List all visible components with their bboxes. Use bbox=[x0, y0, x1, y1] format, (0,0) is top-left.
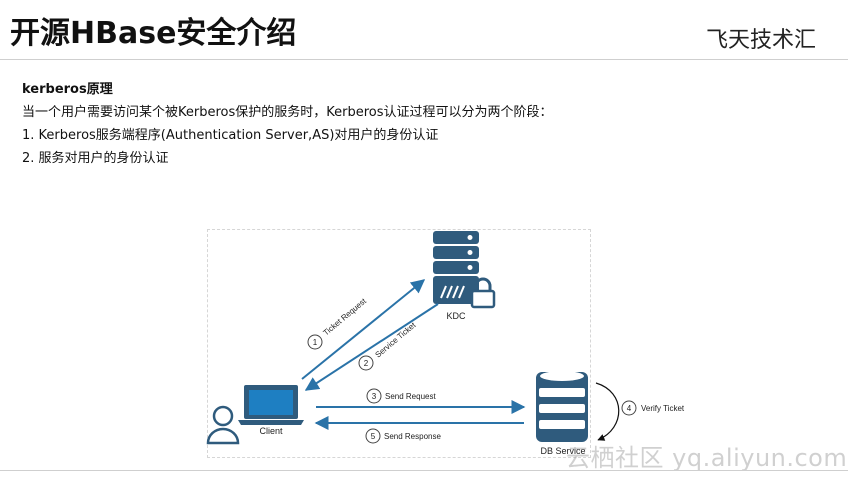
laptop-icon bbox=[238, 385, 304, 425]
step-item-1: 1. Kerberos服务端程序(Authentication Server,A… bbox=[22, 128, 439, 143]
footer-divider bbox=[0, 470, 848, 471]
verify-ticket-arrow bbox=[595, 382, 620, 441]
user-icon bbox=[206, 405, 240, 445]
step-badge-5: 5 bbox=[365, 428, 381, 444]
section-heading: kerberos原理 bbox=[22, 82, 113, 97]
svg-text:4: 4 bbox=[627, 404, 632, 413]
database-icon bbox=[536, 371, 588, 442]
intro-text: 当一个用户需要访问某个被Kerberos保护的服务时，Kerberos认证过程可… bbox=[22, 105, 553, 120]
kdc-server-icon bbox=[433, 231, 479, 304]
lock-icon bbox=[470, 277, 496, 309]
svg-text:1: 1 bbox=[313, 338, 318, 347]
step-badge-1: 1 bbox=[307, 334, 323, 350]
svg-text:3: 3 bbox=[372, 392, 377, 401]
step-badge-2: 2 bbox=[358, 355, 374, 371]
verify-ticket-label: Verify Ticket bbox=[641, 404, 685, 413]
db-service-label: DB Service bbox=[540, 446, 585, 456]
brand-label: 飞天技术汇 bbox=[705, 28, 816, 53]
client-label: Client bbox=[259, 426, 283, 436]
page-title: 开源HBase安全介绍 bbox=[10, 16, 297, 51]
ticket-request-arrow bbox=[301, 279, 426, 380]
svg-text:2: 2 bbox=[364, 359, 369, 368]
kdc-label: KDC bbox=[446, 311, 466, 321]
step-badge-4: 4 bbox=[621, 400, 637, 416]
step-item-2: 2. 服务对用户的身份认证 bbox=[22, 151, 169, 166]
send-request-label: Send Request bbox=[385, 392, 436, 401]
svg-text:5: 5 bbox=[371, 432, 376, 441]
diagram-frame bbox=[207, 229, 591, 458]
content-section: kerberos原理 当一个用户需要访问某个被Kerberos保护的服务时，Ke… bbox=[22, 78, 553, 170]
service-ticket-label: Service Ticket bbox=[374, 320, 419, 359]
service-ticket-arrow bbox=[304, 303, 439, 391]
watermark-text: 云栖社区 yq.aliyun.com bbox=[566, 444, 848, 472]
send-response-label: Send Response bbox=[384, 432, 441, 441]
header-divider bbox=[0, 59, 848, 60]
step-badge-3: 3 bbox=[366, 388, 382, 404]
